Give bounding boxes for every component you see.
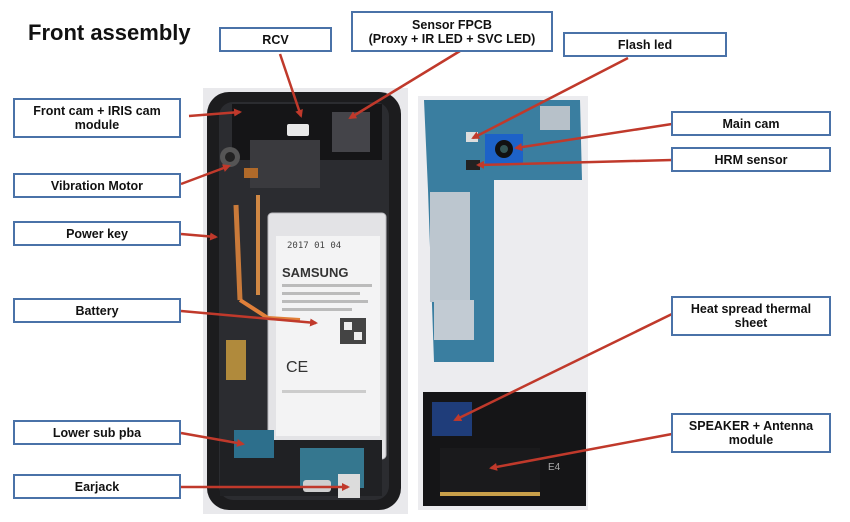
page-title: Front assembly: [28, 20, 191, 45]
battery-brand: SAMSUNG: [282, 265, 348, 280]
label-flash-led: Flash led: [563, 32, 727, 57]
arrow-rcv: [278, 53, 303, 118]
pcb-shield-left: [430, 192, 470, 302]
arrow-hrm-sensor: [476, 158, 673, 169]
arrow-lower-sub-pba: [180, 431, 245, 447]
label-vibration-motor: Vibration Motor: [13, 173, 181, 198]
arrow-main-cam: [514, 122, 673, 152]
label-earjack: Earjack: [13, 474, 181, 499]
shield-plate: [250, 140, 320, 188]
ce-mark: CE: [286, 359, 308, 376]
label-battery: Battery: [13, 298, 181, 323]
arrow-vibration-motor: [180, 164, 231, 186]
arrow-speaker-antenna: [489, 432, 673, 471]
hrm-sensor-part: [466, 160, 480, 170]
label-power-key: Power key: [13, 221, 181, 246]
label-speaker-antenna: SPEAKER + Antenna module: [671, 413, 831, 453]
rcv-part: [287, 124, 309, 136]
label-hrm-sensor: HRM sensor: [671, 147, 831, 172]
module-print: E4: [548, 462, 561, 473]
arrow-flash-led: [471, 56, 629, 140]
arrow-heat-spread: [453, 312, 673, 422]
qr-code: [340, 318, 366, 344]
label-front-cam: Front cam + IRIS cam module: [13, 98, 181, 138]
label-heat-spread: Heat spread thermal sheet: [671, 296, 831, 336]
arrow-front-cam: [188, 108, 242, 118]
arrow-sensor-fpcb: [348, 49, 461, 120]
label-main-cam: Main cam: [671, 111, 831, 136]
leader-arrows: [180, 49, 673, 491]
label-rcv: RCV: [219, 27, 332, 52]
label-sensor-fpcb: Sensor FPCB (Proxy + IR LED + SVC LED): [351, 11, 553, 52]
arrow-power-key: [180, 232, 218, 241]
battery-date: 2017 01 04: [287, 241, 341, 251]
arrow-battery: [180, 309, 318, 327]
flex-connector: [226, 340, 246, 380]
label-lower-sub-pba: Lower sub pba: [13, 420, 181, 445]
thermal-sheet-part: [432, 402, 472, 436]
